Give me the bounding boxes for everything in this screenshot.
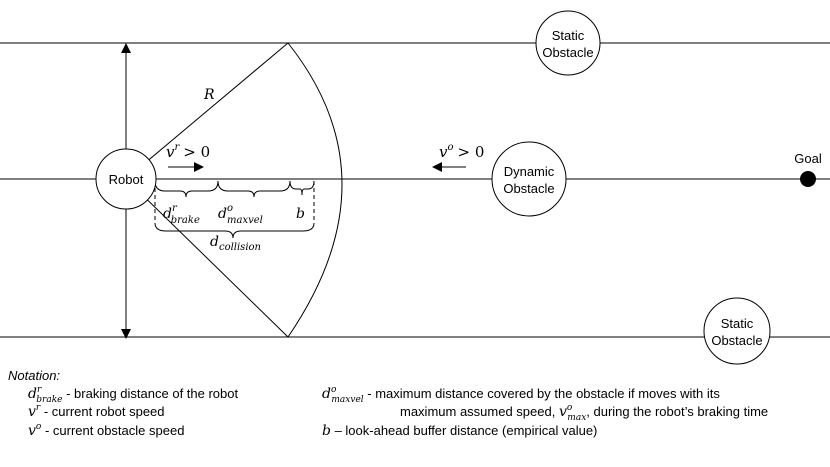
buffer-brace xyxy=(289,180,315,196)
collision-brace xyxy=(154,222,315,239)
robot-label: Robot xyxy=(109,172,144,187)
dynamic-obstacle-label-line1: Dynamic xyxy=(504,164,555,179)
goal-dot xyxy=(800,171,816,187)
notation-title: Notation: xyxy=(8,368,60,383)
robot-node: Robot xyxy=(95,148,157,210)
dynamic-obstacle-node: Dynamic Obstacle xyxy=(491,141,567,217)
sector-top-radius xyxy=(125,42,289,180)
sector-arc xyxy=(287,42,343,338)
static-obstacle-top-label-line2: Obstacle xyxy=(542,45,593,60)
notation-left-3: vo - current obstacle speed xyxy=(28,422,184,439)
radius-label: R xyxy=(203,87,215,103)
dynamic-obstacle-label-line2: Obstacle xyxy=(503,181,554,196)
static-obstacle-top-label-line1: Static xyxy=(552,28,585,43)
buffer-label: b xyxy=(296,206,305,222)
static-obstacle-bottom-label-line1: Static xyxy=(721,316,754,331)
notation-left-2: vr - current robot speed xyxy=(28,403,165,420)
robot-speed-label: vr> 0 xyxy=(166,142,210,161)
sector-bottom-radius xyxy=(125,178,289,338)
notation-right-3: b – look-ahead buffer distance (empirica… xyxy=(322,423,597,439)
static-obstacle-bottom-node: Static Obstacle xyxy=(703,297,771,365)
brake-brace xyxy=(154,180,219,198)
d-collision-label: dcollision xyxy=(210,234,261,253)
static-obstacle-bottom-label-line2: Obstacle xyxy=(711,333,762,348)
maxvel-brace xyxy=(217,180,291,198)
obstacle-speed-label: vo> 0 xyxy=(439,142,484,161)
goal-node: Goal xyxy=(794,151,822,187)
distance-braces xyxy=(154,180,315,239)
static-obstacle-top-node: Static Obstacle xyxy=(535,10,601,76)
goal-label: Goal xyxy=(794,151,822,166)
